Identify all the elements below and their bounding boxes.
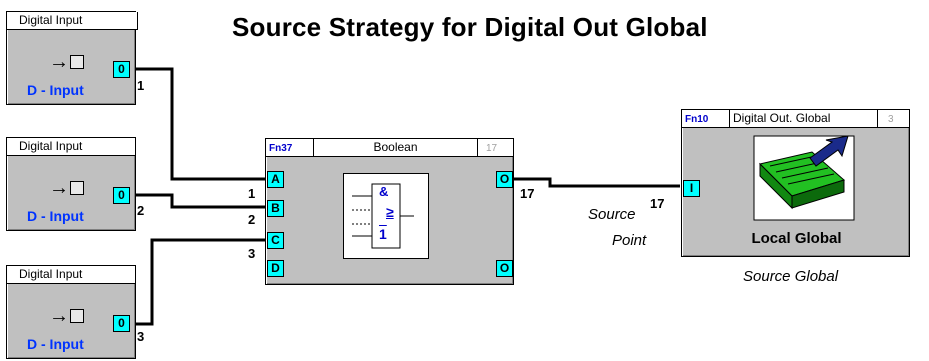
gate-and-symbol: &: [379, 184, 389, 199]
gate-one-symbol: 1: [379, 226, 387, 242]
input-switch-icon: [70, 55, 84, 69]
boolean-wire-label-2: 2: [248, 212, 256, 227]
digital-input-port-3[interactable]: 0: [113, 315, 130, 332]
source-point-caption-line2: Point: [612, 232, 647, 249]
gate-ge-symbol: ≥: [386, 204, 394, 220]
digital-input-header-1: Digital Input: [19, 13, 83, 27]
input-switch-icon: [70, 309, 84, 323]
digital-out-module-icon: [753, 135, 855, 221]
digital-out-label: Local Global: [751, 230, 842, 247]
digital-out-input-port[interactable]: I: [683, 180, 700, 197]
digital-out-global-block[interactable]: Fn10 Digital Out. Global 3 I Local Globa…: [681, 109, 910, 257]
wire-label-2: 2: [137, 203, 145, 218]
wire-17: [513, 177, 680, 188]
logic-gate-icon: [352, 183, 414, 249]
digital-out-fn-number: Fn10: [685, 114, 709, 125]
digital-out-in-wire-label: 17: [650, 196, 665, 211]
input-switch-icon: [70, 181, 84, 195]
wire-2: [136, 193, 266, 209]
wire-3: [136, 238, 266, 326]
digital-input-block-1[interactable]: Digital Input → 0 D - Input: [6, 11, 138, 105]
source-point-caption-line1: Source: [588, 206, 636, 223]
source-global-caption: Source Global: [743, 268, 839, 285]
wire-label-1: 1: [137, 78, 145, 93]
digital-input-block-2[interactable]: Digital Input → 0 D - Input: [6, 137, 136, 231]
boolean-output-o-inverted[interactable]: O: [496, 260, 513, 277]
digital-input-label-2: D - Input: [27, 208, 84, 224]
page-title: Source Strategy for Digital Out Global: [232, 12, 708, 42]
input-arrow-icon: →: [49, 177, 69, 199]
digital-input-label-1: D - Input: [27, 82, 84, 98]
boolean-input-b[interactable]: B: [267, 200, 284, 217]
wire-label-3: 3: [137, 329, 145, 344]
boolean-out-wire-label: 17: [520, 186, 535, 201]
digital-input-header-2: Digital Input: [19, 139, 83, 153]
boolean-gate-icon: & ≥ 1: [343, 173, 429, 259]
boolean-fn-number: Fn37: [269, 143, 293, 154]
input-arrow-icon: →: [49, 51, 69, 73]
digital-input-block-3[interactable]: Digital Input → 0 D - Input: [6, 265, 136, 359]
boolean-input-d[interactable]: D: [267, 260, 284, 277]
boolean-input-c[interactable]: C: [267, 232, 284, 249]
boolean-wire-label-1: 1: [248, 186, 256, 201]
boolean-block-number: 17: [486, 143, 498, 154]
digital-out-title: Digital Out. Global: [733, 111, 831, 125]
boolean-wire-label-3: 3: [248, 246, 256, 261]
digital-input-port-1[interactable]: 0: [113, 61, 130, 78]
boolean-title: Boolean: [373, 140, 418, 154]
digital-input-header-3: Digital Input: [19, 267, 83, 281]
boolean-block[interactable]: Fn37 Boolean 17 A B C D O O & ≥ 1: [265, 138, 514, 285]
digital-input-label-3: D - Input: [27, 336, 84, 352]
boolean-input-a[interactable]: A: [267, 171, 284, 188]
digital-out-block-number: 3: [888, 114, 894, 125]
input-arrow-icon: →: [49, 305, 69, 327]
boolean-output-o[interactable]: O: [496, 171, 513, 188]
digital-input-port-2[interactable]: 0: [113, 187, 130, 204]
wire-1: [136, 67, 266, 181]
